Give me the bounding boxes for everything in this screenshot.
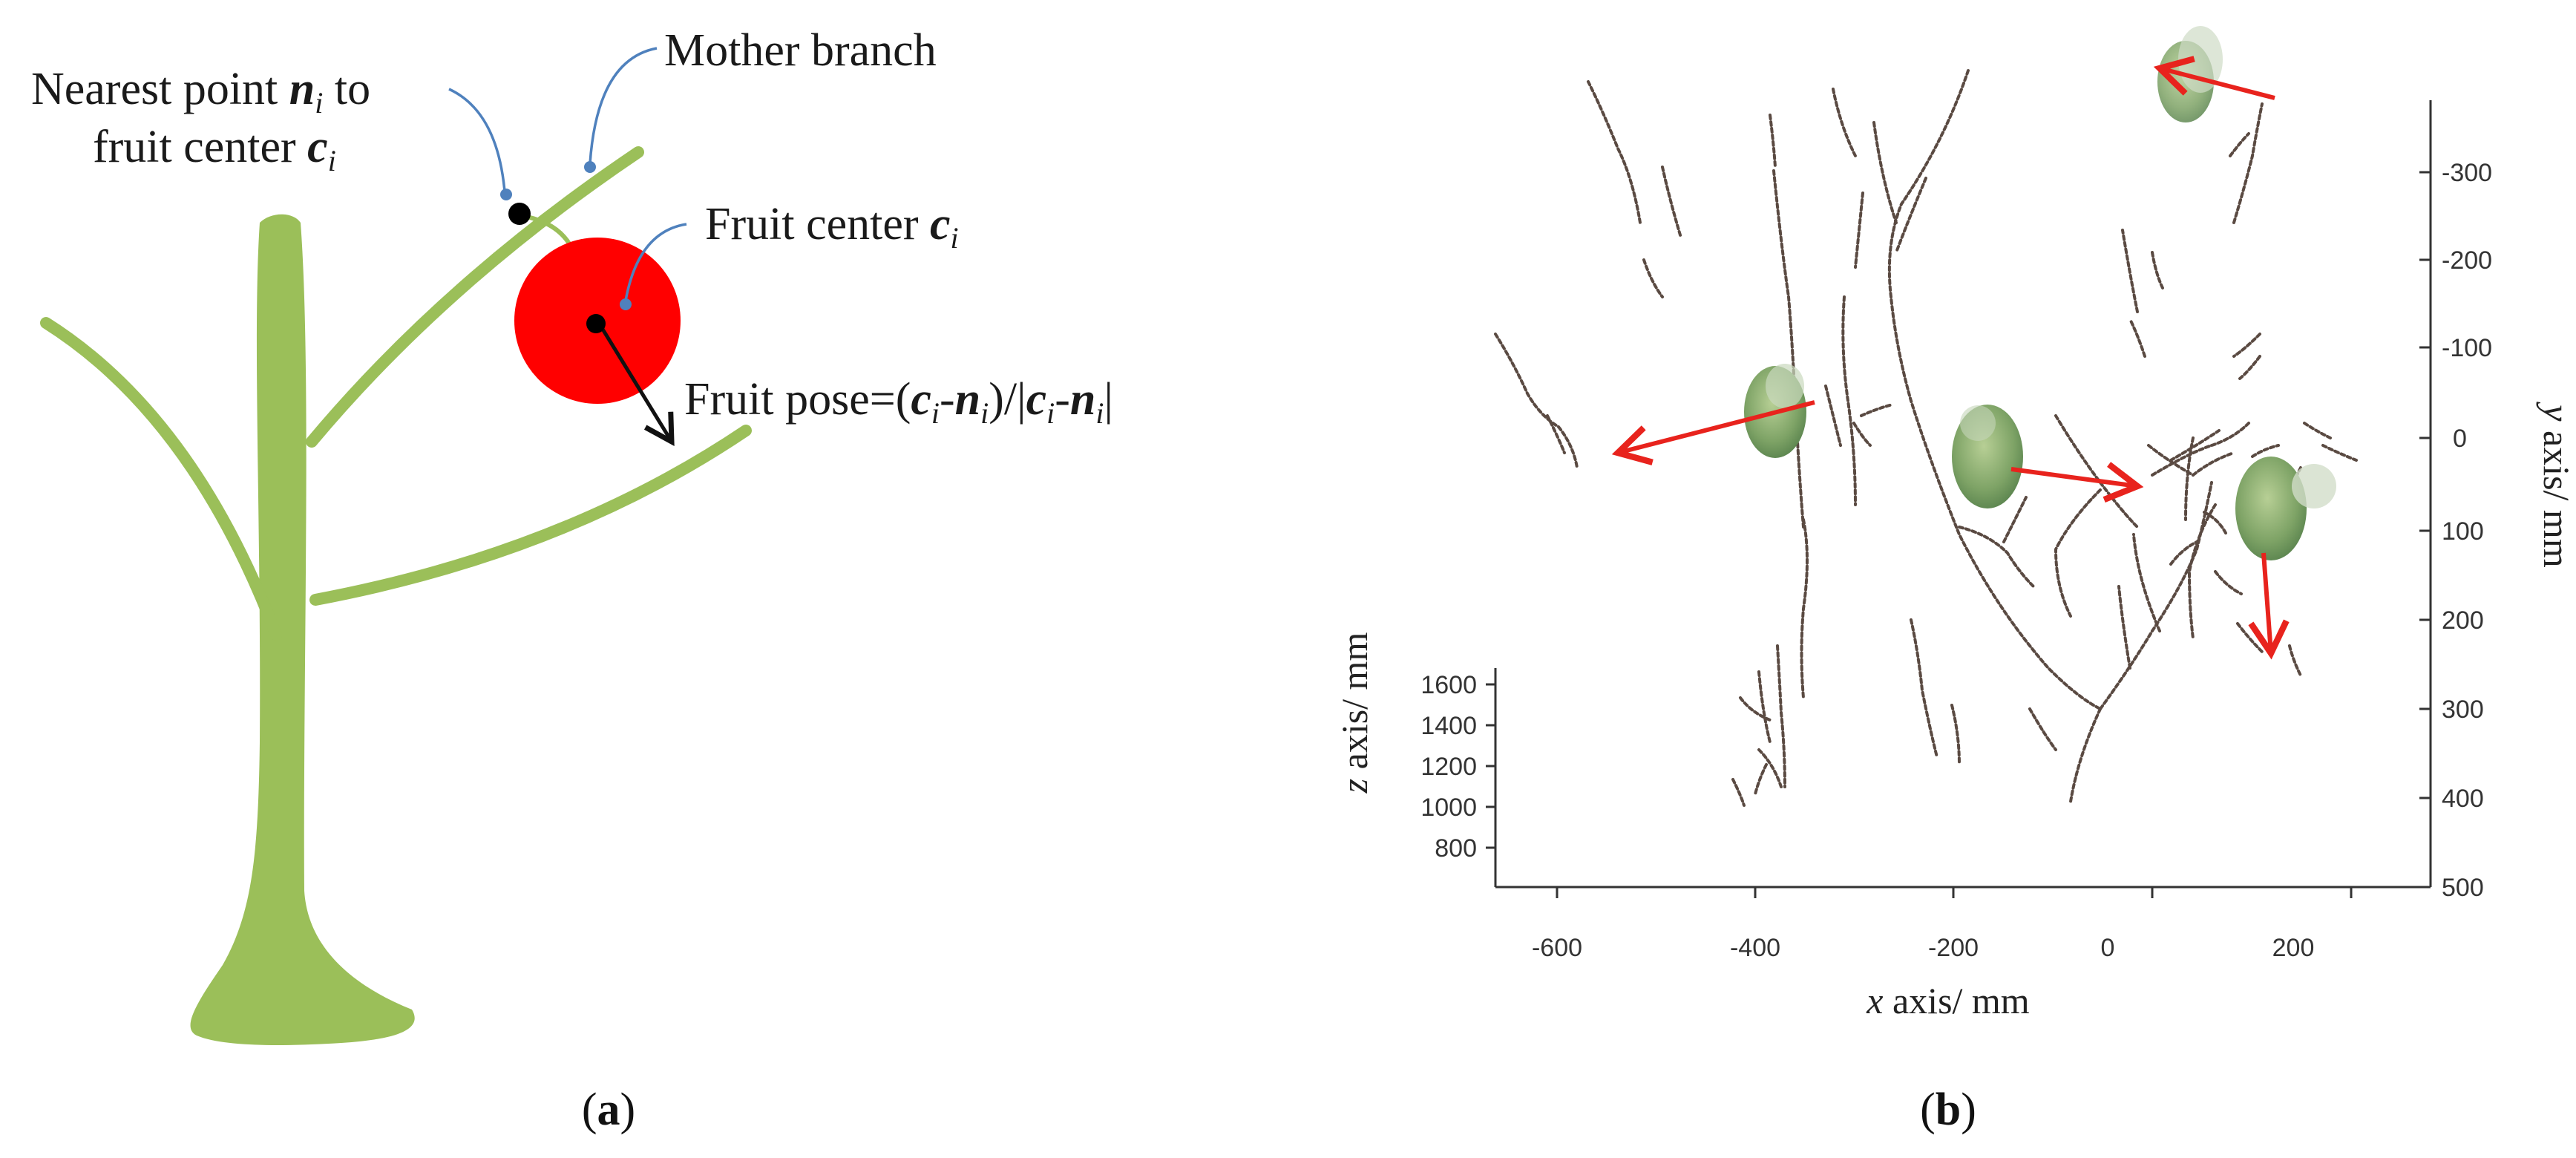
pose-arrow-icon [1611,400,1815,465]
mother-leader-line [589,47,658,164]
y-tick-label: 0 [2453,425,2467,453]
pose-arrow-icon [2010,462,2144,503]
mother-leader-dot [584,161,596,173]
label-fruit-center: Fruit center ci [705,199,959,255]
y-tick-label: 300 [2442,696,2484,724]
x-tick-labels: -600 -400 -200 0 200 [1532,934,2314,962]
y-tick-label: 400 [2442,785,2484,813]
y-tick-label: 500 [2442,874,2484,902]
center-leader-dot [620,298,632,310]
label-fruit-pose: Fruit pose=(ci-ni)/|ci-ni| [684,374,1113,430]
z-tick-label: 800 [1435,834,1477,863]
y-tick-marks [2419,171,2431,799]
z-tick-marks [1486,683,1495,849]
z-tick-label: 1600 [1420,671,1477,699]
y-tick-label: -300 [2442,159,2492,187]
nearest-leader-line [448,88,506,192]
pose-arrows [1611,56,2290,660]
x-tick-label: 200 [2272,934,2315,962]
y-tick-label: -200 [2442,246,2492,275]
z-tick-label: 1400 [1420,712,1477,740]
nearest-leader-dot [500,189,512,200]
label-mother-branch: Mother branch [664,25,937,76]
x-tick-label: -400 [1730,934,1780,962]
x-tick-label: -600 [1532,934,1582,962]
z-axis-label: z axis/ mm [1334,632,1375,794]
pose-arrow-icon [2248,552,2290,660]
pose-arrow-icon [2153,56,2275,100]
center-leader-line [624,223,687,301]
x-tick-label: 0 [2101,934,2115,962]
axes-frame [1494,100,2432,889]
nearest-point-dot [508,203,531,225]
mother-branch [306,146,644,448]
fruit-center-dot [586,314,606,333]
y-tick-labels: -300 -200 -100 0 100 200 300 400 500 [2442,159,2492,902]
panel-b: -600 -400 -200 0 200 -300 -200 -100 0 10… [1334,26,2576,1135]
y-axis-label: y axis/ mm [2536,401,2576,568]
lower-right-branch [309,425,752,606]
z-tick-label: 1000 [1420,794,1477,822]
z-tick-label: 1200 [1420,753,1477,781]
y-tick-label: -100 [2442,334,2492,362]
x-axis-label: x axis/ mm [1866,980,2030,1021]
y-tick-label: 200 [2442,606,2484,635]
left-branch [40,317,282,641]
panel-a-caption: (a) [582,1085,635,1135]
panel-a: Nearest point ni to fruit center ci Moth… [31,25,1113,1135]
y-tick-label: 100 [2442,517,2484,546]
z-tick-labels: 1600 1400 1200 1000 800 [1420,671,1477,863]
fruit-point-cloud [1744,26,2336,560]
x-tick-marks [1556,887,2353,898]
label-nearest-point: Nearest point ni to [31,64,370,120]
tree-trunk-shape [190,214,415,1045]
pose-arrow-icon [595,319,675,447]
label-nearest-point-line2: fruit center ci [93,122,336,177]
panel-b-caption: (b) [1920,1085,1976,1135]
x-tick-label: -200 [1928,934,1979,962]
branch-point-cloud [1494,69,2358,807]
